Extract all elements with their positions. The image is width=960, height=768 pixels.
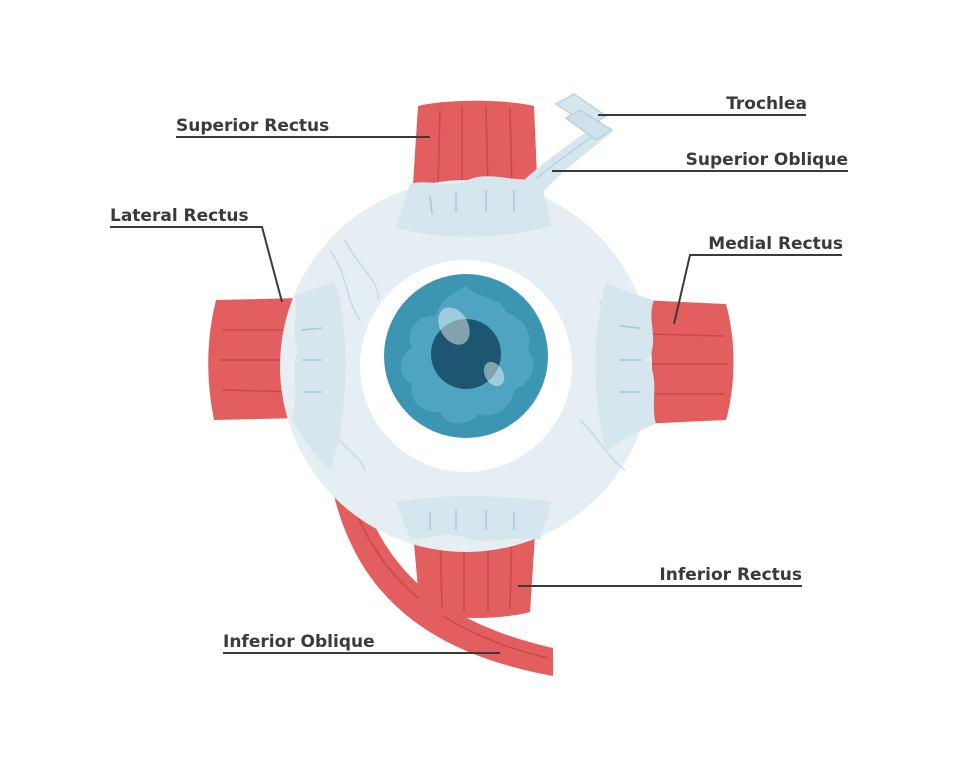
superior-rectus-tendon-lines xyxy=(429,190,515,215)
pupil xyxy=(431,319,501,389)
label-trochlea: Trochlea xyxy=(726,94,807,114)
leader-lines xyxy=(110,114,848,654)
trochlea-pulley xyxy=(554,93,614,141)
eye-highlight-small xyxy=(483,361,505,387)
inferior-rectus-tendon xyxy=(396,496,552,541)
lateral-rectus-tendon-lines xyxy=(301,327,323,393)
label-inferior-oblique: Inferior Oblique xyxy=(223,632,375,652)
label-superior-oblique: Superior Oblique xyxy=(685,150,848,170)
medial-rectus-tendon xyxy=(595,282,656,452)
medial-rectus-muscle xyxy=(640,300,734,424)
superior-rectus-tendon xyxy=(396,176,552,237)
label-superior-rectus: Superior Rectus xyxy=(176,116,330,136)
eye-highlight-large xyxy=(438,307,470,345)
label-inferior-rectus: Inferior Rectus xyxy=(659,565,802,585)
superior-rectus-muscle xyxy=(412,100,538,200)
leader-medial-rectus xyxy=(673,254,842,325)
inferior-rectus-tendon-lines xyxy=(429,510,515,530)
label-medial-rectus: Medial Rectus xyxy=(708,234,843,254)
label-lateral-rectus: Lateral Rectus xyxy=(110,206,249,226)
leader-lateral-rectus xyxy=(110,226,283,303)
medial-rectus-tendon-lines xyxy=(619,325,642,393)
